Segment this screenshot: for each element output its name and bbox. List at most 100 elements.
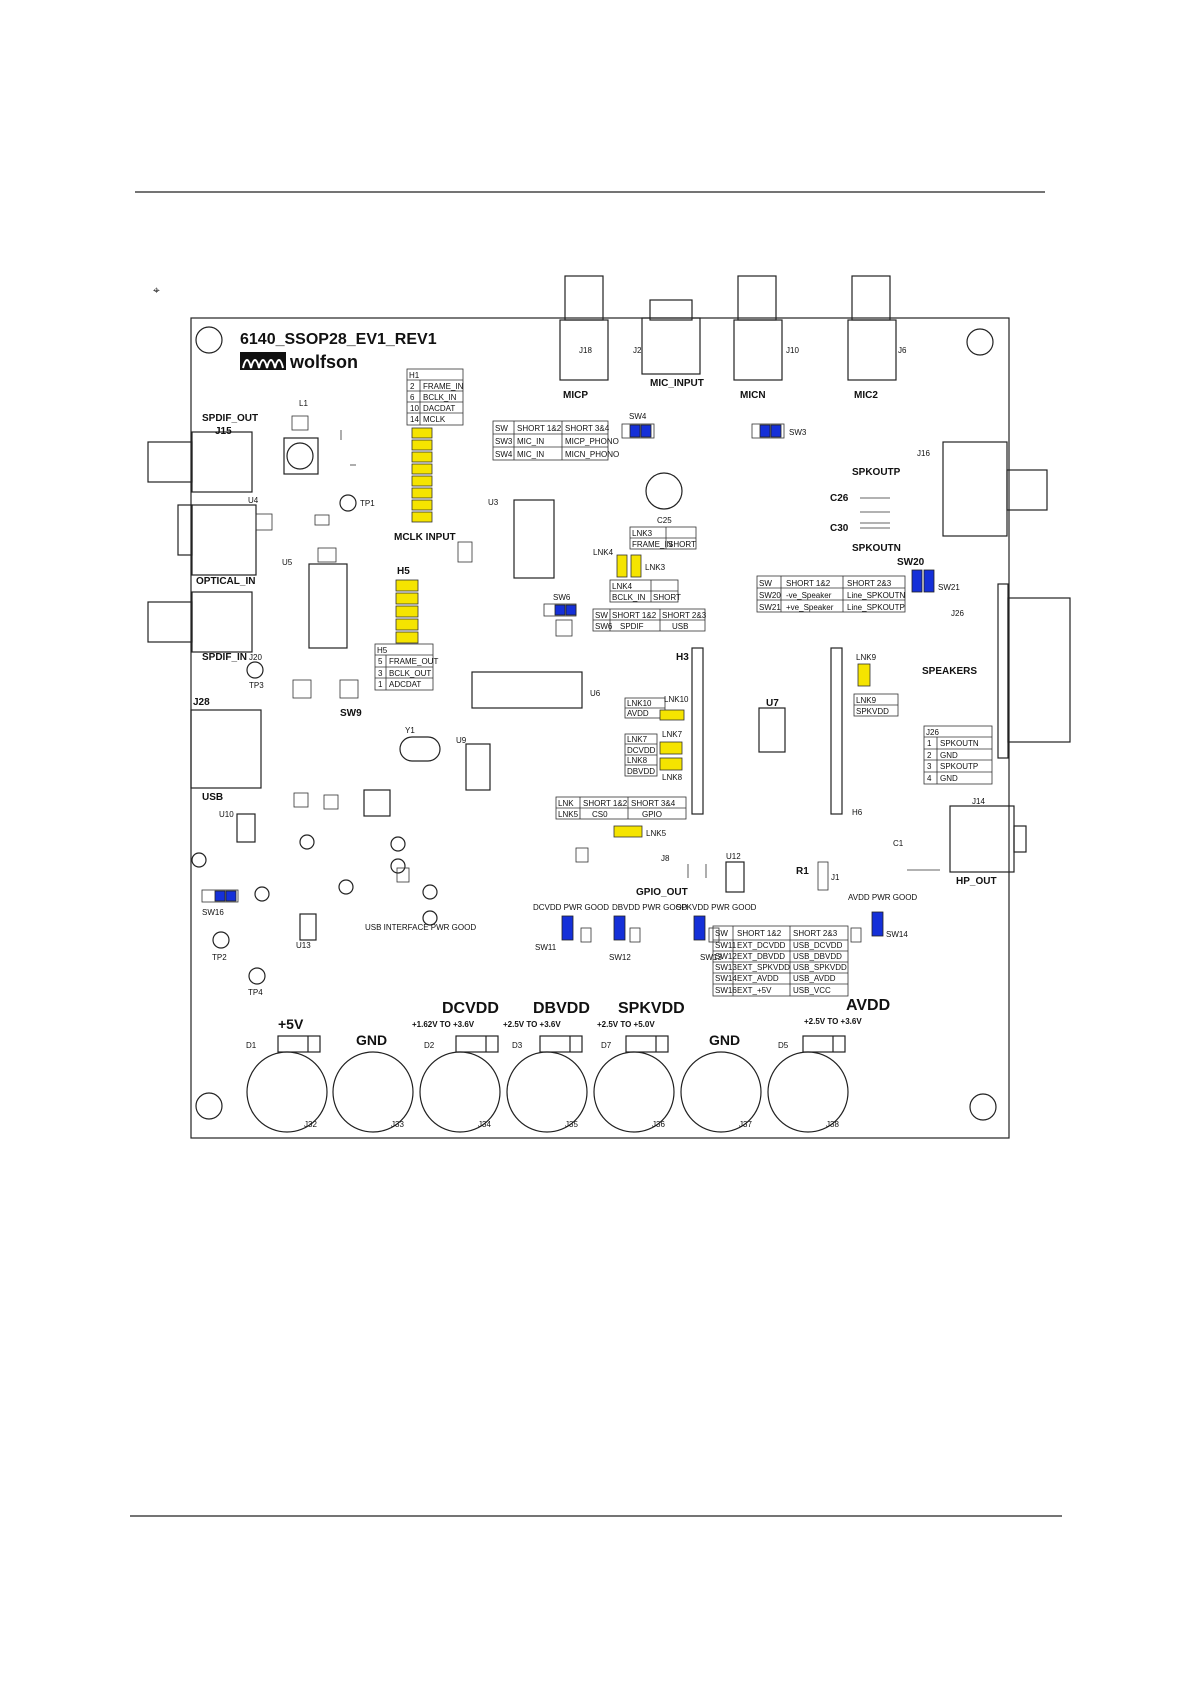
switch-sw9b[interactable] [339,679,359,699]
jumper-lnk5[interactable]: LNK5 [613,825,667,838]
svg-text:J1: J1 [831,873,840,882]
svg-text:SPEAKERS: SPEAKERS [922,666,977,677]
svg-text:CS0: CS0 [592,810,608,819]
mic-input-jack: J2 MIC_INPUT [633,299,704,389]
board-title: 6140_SSOP28_EV1_REV1 [240,331,437,348]
svg-text:2: 2 [927,751,932,760]
svg-text:J36: J36 [652,1120,665,1129]
svg-text:SW16: SW16 [715,986,737,995]
chip-u12 [725,861,745,893]
svg-text:4: 4 [927,774,932,783]
svg-text:wolfson: wolfson [289,352,358,372]
svg-text:SPKVDD PWR GOOD: SPKVDD PWR GOOD [676,903,757,912]
switch-sw21[interactable]: SW21 [923,569,960,593]
svg-text:C1: C1 [893,839,904,848]
svg-text:SPDIF_IN: SPDIF_IN [202,652,247,663]
svg-text:SPKOUTP: SPKOUTP [852,467,901,478]
svg-text:SW3: SW3 [495,437,513,446]
svg-text:GPIO_OUT: GPIO_OUT [636,887,688,898]
jumper-lnk10[interactable] [659,709,685,721]
diode-d5: D5 [778,1035,846,1053]
svg-text:SHORT 2&3: SHORT 2&3 [847,579,892,588]
switch-sw3[interactable]: SW3 [751,423,807,439]
switch-sw9a[interactable] [292,679,312,699]
u7-label: U7 [766,698,779,709]
header-h3 [691,647,704,815]
switch-sw4[interactable]: SW4 [621,412,655,439]
svg-text:BCLK_OUT: BCLK_OUT [389,669,431,678]
switch-sw20[interactable]: SW20 [897,557,925,593]
dcvdd-pwr-good: DCVDD PWR GOOD SW11 [533,903,609,952]
dcvdd-label: DCVDD [442,1000,499,1017]
svg-text:TP1: TP1 [360,499,375,508]
chip-u5 [308,563,348,649]
svg-text:SPDIF_OUT: SPDIF_OUT [202,413,258,424]
svg-text:LNK7: LNK7 [662,730,683,739]
svg-text:MICN: MICN [740,390,766,401]
svg-text:1: 1 [927,739,932,748]
usb-interface-pwr-good: USB INTERFACE PWR GOOD [365,923,476,932]
jumper-lnk3[interactable]: LNK3 [630,554,666,578]
svg-text:-ve_Speaker: -ve_Speaker [786,591,832,600]
crystal-y1: Y1 [399,726,441,762]
svg-text:LNK9: LNK9 [856,696,877,705]
svg-text:J10: J10 [786,346,799,355]
power-jack-j34: J34 [419,1051,501,1133]
switch-sw12[interactable] [613,915,626,941]
switch-sw13[interactable] [693,915,706,941]
power-jack-j35: J35 [506,1051,588,1133]
jumper-lnk8[interactable] [659,757,683,771]
svg-text:DCVDD: DCVDD [627,746,656,755]
mount-hole [966,328,994,356]
svg-text:SHORT 1&2: SHORT 1&2 [517,424,562,433]
switch-sw6[interactable]: SW6 [543,593,577,617]
svg-text:GND: GND [940,774,958,783]
svg-text:U4: U4 [248,496,259,505]
svg-text:SHORT: SHORT [668,540,696,549]
svg-text:L1: L1 [299,399,308,408]
svg-text:ADCDAT: ADCDAT [389,680,421,689]
jumper-lnk4[interactable]: LNK4 [593,548,628,578]
svg-text:SW21: SW21 [759,603,781,612]
test-point [254,886,270,902]
svg-text:USB_SPKVDD: USB_SPKVDD [793,963,847,972]
svg-text:EXT_+5V: EXT_+5V [737,986,772,995]
svg-text:H5: H5 [377,646,388,655]
svg-text:14: 14 [410,415,419,424]
speaker-out-connector: J16 SPKOUTP SPKOUTN C26 C30 [830,441,1048,554]
svg-text:J33: J33 [391,1120,404,1129]
svg-text:Line_SPKOUTN: Line_SPKOUTN [847,591,905,600]
svg-text:USB_DCVDD: USB_DCVDD [793,941,843,950]
switch-sw14[interactable] [871,911,884,937]
power-jack-j33: J33 [332,1051,414,1133]
svg-text:D3: D3 [512,1041,523,1050]
usb-connector: J28 USB [190,697,262,803]
jumper-lnk7[interactable] [659,741,683,755]
mount-hole [969,1093,997,1121]
svg-text:LNK10: LNK10 [664,695,689,704]
svg-text:D2: D2 [424,1041,435,1050]
svg-text:Y1: Y1 [405,726,415,735]
svg-text:SHORT 2&3: SHORT 2&3 [662,611,707,620]
svg-text:SPKOUTP: SPKOUTP [940,762,978,771]
switch-sw11[interactable] [561,915,574,941]
svg-text:MICP_PHONO: MICP_PHONO [565,437,619,446]
svg-text:SW14: SW14 [715,974,737,983]
avdd-pwr-good: AVDD PWR GOOD SW14 [848,893,917,939]
switch-sw16[interactable]: SW16 [201,889,239,917]
inductor-l1: L1 [283,399,319,475]
test-point [299,834,315,850]
jumper-lnk9[interactable] [857,663,871,687]
svg-text:SW11: SW11 [715,941,737,950]
spdif-out-connector: SPDIF_OUT J15 [147,413,258,493]
svg-text:SHORT 1&2: SHORT 1&2 [612,611,657,620]
svg-text:3: 3 [927,762,932,771]
svg-text:D1: D1 [246,1041,257,1050]
svg-text:BCLK_IN: BCLK_IN [423,393,457,402]
